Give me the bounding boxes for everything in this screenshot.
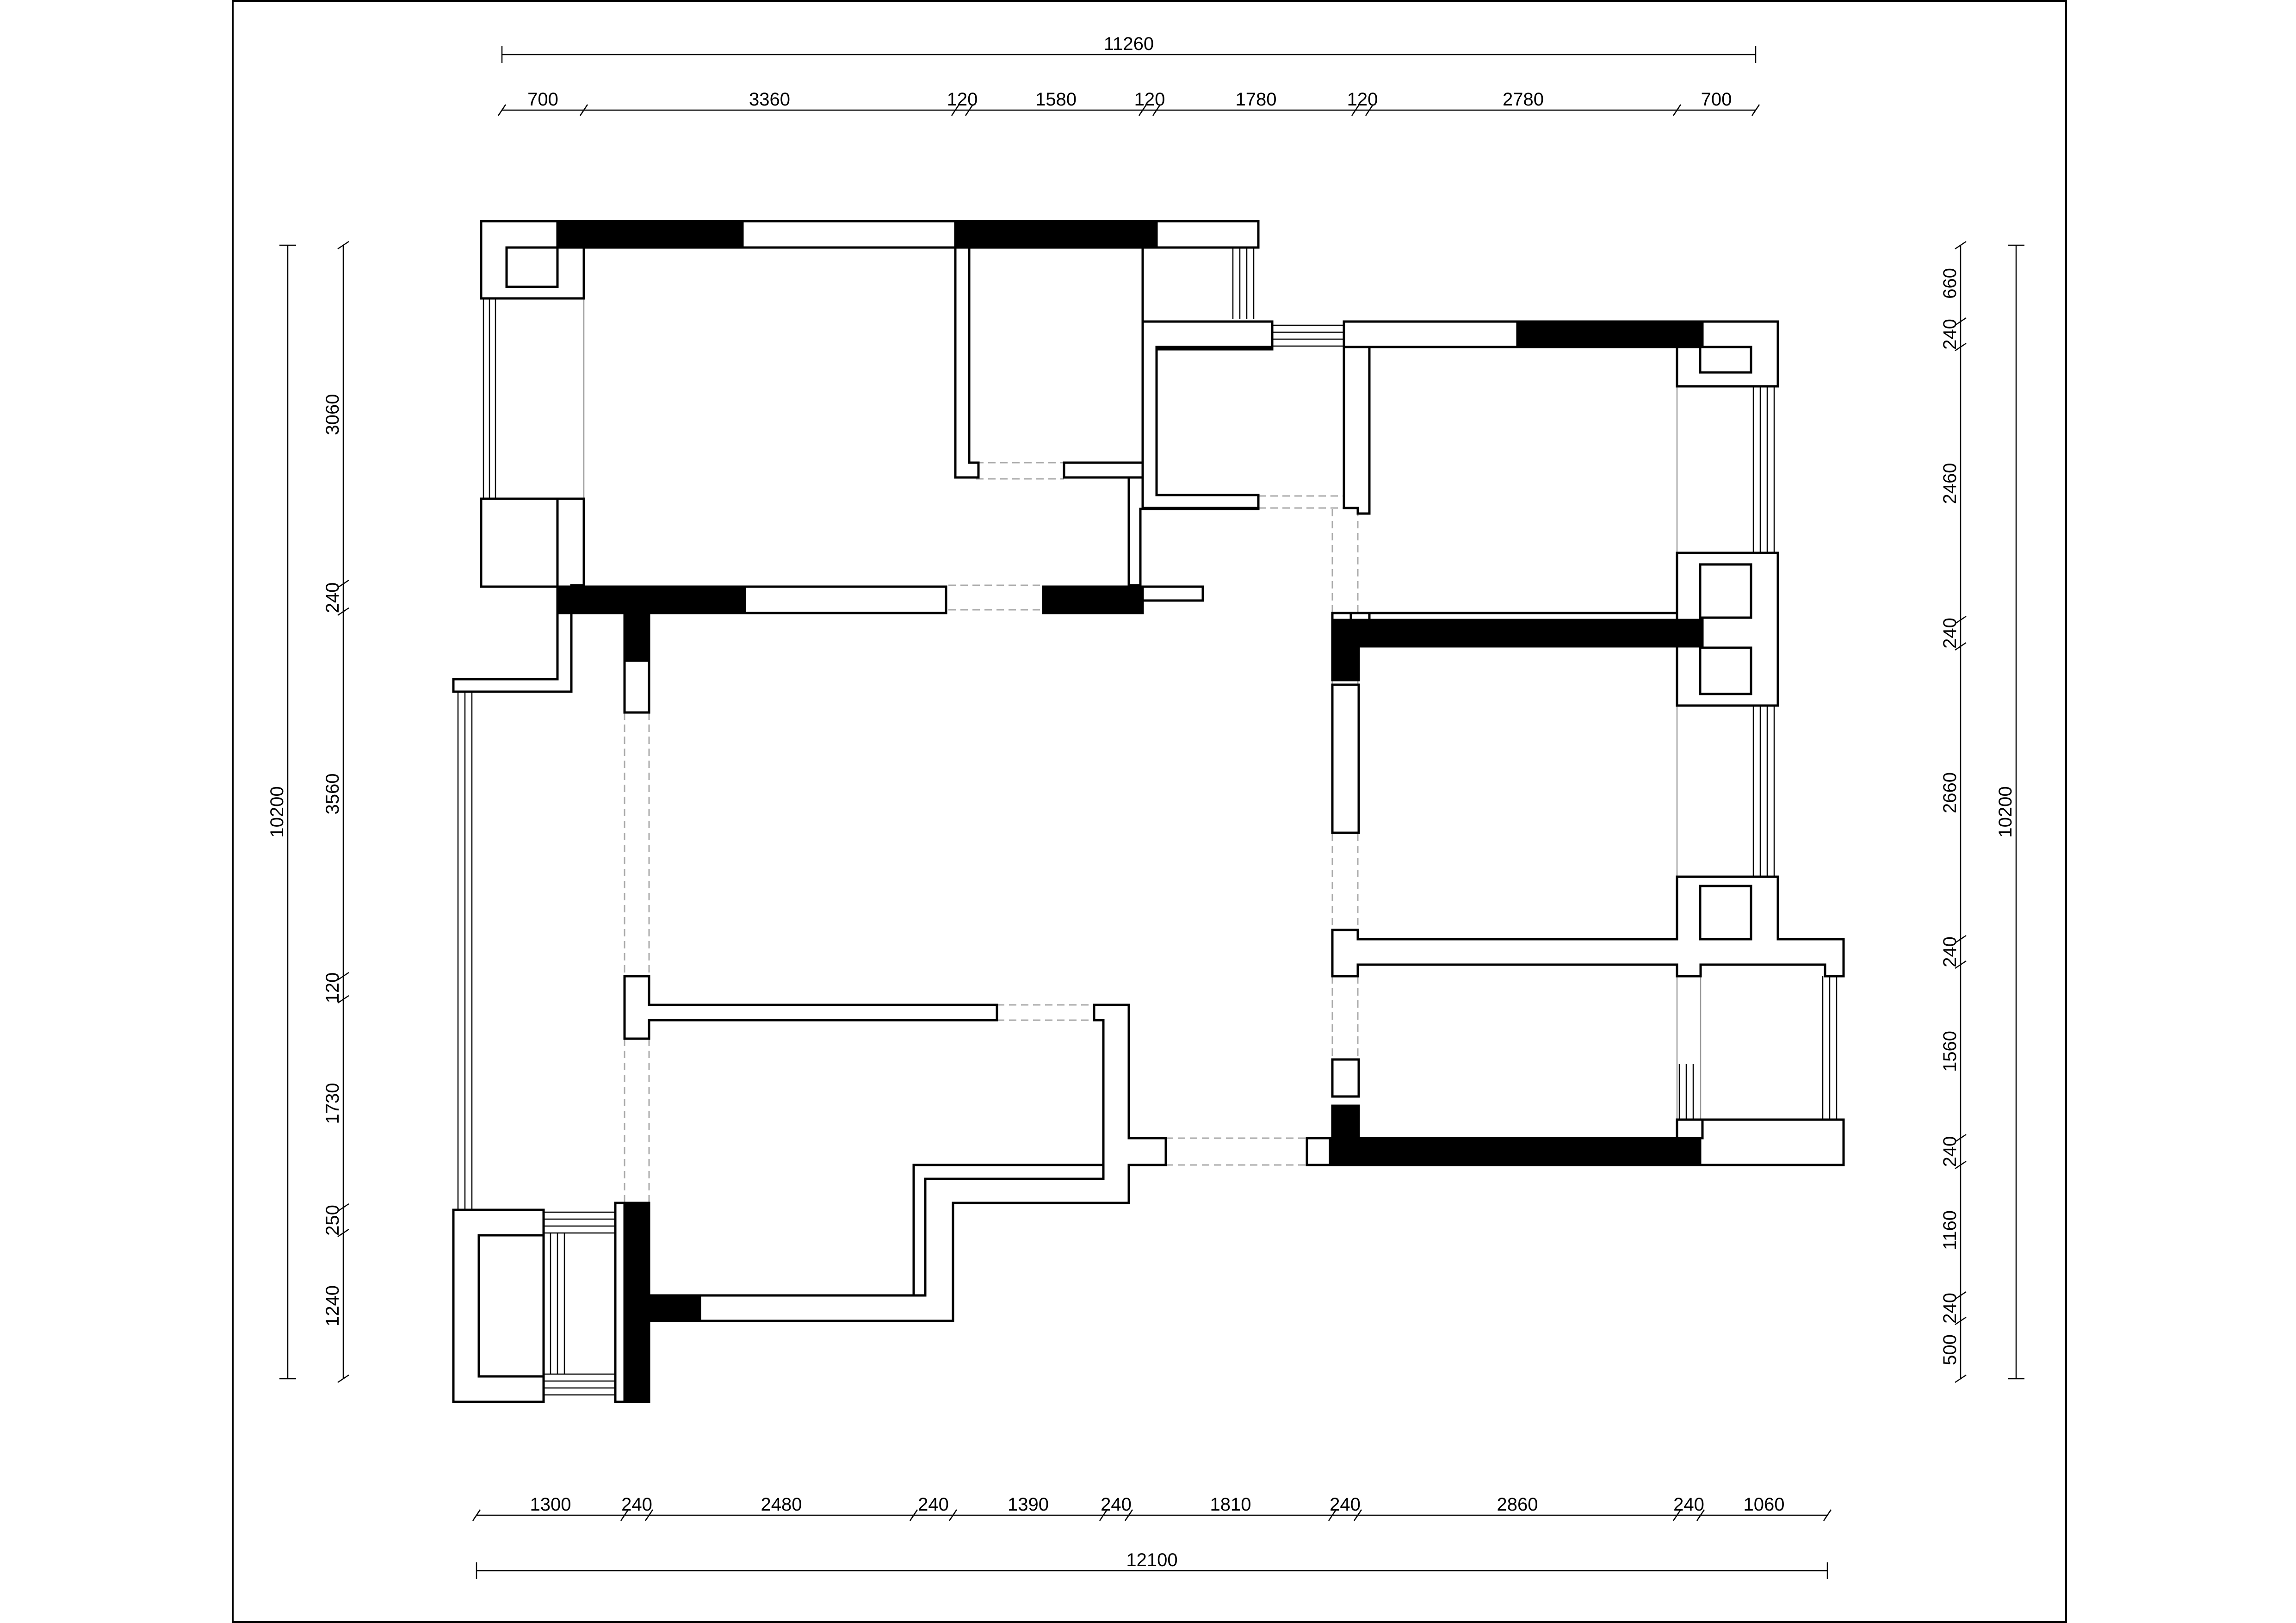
dim-top-segment: 2780	[1503, 89, 1544, 110]
dim-bottom-segment: 1300	[530, 1494, 571, 1515]
dim-top-segment: 120	[947, 89, 978, 110]
dim-bottom-segment: 240	[1101, 1494, 1132, 1515]
dim-right-segment: 240	[1940, 1293, 1960, 1324]
dim-right-segment: 240	[1940, 1136, 1960, 1167]
dimension-tick	[1955, 1291, 1967, 1300]
dimension-tick	[1955, 935, 1967, 944]
dimension-tick	[1672, 1509, 1682, 1521]
dimension-tick	[337, 607, 349, 616]
dim-bottom-segment: 1810	[1210, 1494, 1251, 1515]
dim-bottom-segment: 2480	[761, 1494, 802, 1515]
dim-right-segment: 1560	[1940, 1031, 1960, 1072]
dim-left-segment: 250	[322, 1205, 343, 1236]
dimension-tick	[472, 1509, 481, 1521]
dim-top-total: 11260	[1104, 34, 1154, 54]
dimension-tick	[1955, 960, 1967, 969]
dimension-tick	[1955, 642, 1967, 651]
dim-bottom-segment: 240	[1673, 1494, 1704, 1515]
dimension-tick	[1955, 1160, 1967, 1170]
dim-left-segment: 120	[322, 973, 343, 1004]
dim-right-segment: 500	[1940, 1334, 1960, 1365]
dim-left-total: 10200	[267, 786, 287, 837]
dim-bottom-segment: 1060	[1744, 1494, 1785, 1515]
dim-left-segment: 1730	[322, 1083, 343, 1124]
dimension-tick	[1353, 1509, 1362, 1521]
dimension-tick	[1955, 1134, 1967, 1143]
dim-left-segment: 1240	[322, 1285, 343, 1326]
dim-right-segment: 240	[1940, 936, 1960, 967]
dimension-tick	[965, 104, 974, 116]
dim-left-segment: 3060	[322, 394, 343, 435]
dimension-tick	[951, 104, 960, 116]
dimension-tick	[620, 1509, 629, 1521]
dimension-tick	[948, 1509, 958, 1521]
drawing-border	[232, 0, 2067, 1623]
dim-top-segment: 3360	[749, 89, 790, 110]
dim-right-segment: 240	[1940, 319, 1960, 350]
dim-top-segment: 1780	[1236, 89, 1277, 110]
dimension-tick	[1152, 104, 1161, 116]
dimension-tick	[337, 972, 349, 981]
dim-bottom-segment: 240	[621, 1494, 652, 1515]
dimension-labels: 11260 700 3360 120 1580 120 1780 120 2780 700 1210…	[267, 34, 2016, 1570]
dimension-tick	[1955, 1316, 1967, 1326]
dimension-tick	[1696, 1509, 1705, 1521]
dimension-tick	[1751, 104, 1760, 116]
dim-bottom-segment: 1390	[1008, 1494, 1049, 1515]
dimension-tick	[909, 1509, 918, 1521]
walls	[452, 220, 1845, 1403]
dimension-tick	[644, 1509, 654, 1521]
dim-right-segment: 2460	[1940, 463, 1960, 504]
window-lines	[457, 248, 1838, 1396]
dimension-tick	[1955, 241, 1967, 250]
dim-bottom-total: 12100	[1126, 1550, 1177, 1570]
dimension-tick	[1955, 317, 1967, 326]
dimension-tick	[337, 241, 349, 250]
dim-bottom-segment: 240	[918, 1494, 949, 1515]
door-openings	[624, 462, 1359, 1203]
dimension-tick	[337, 1228, 349, 1238]
dimension-tick	[337, 1203, 349, 1212]
dimension-tick	[1955, 615, 1967, 625]
dimension-tick	[1955, 1374, 1967, 1383]
dimension-tick	[337, 579, 349, 588]
dim-top-segment: 700	[527, 89, 558, 110]
dimension-tick	[579, 104, 588, 116]
dim-bottom-segment: 240	[1330, 1494, 1361, 1515]
dim-top-segment: 120	[1134, 89, 1165, 110]
dim-bottom-segment: 2860	[1497, 1494, 1538, 1515]
dimension-tick	[1672, 104, 1682, 116]
dimension-tick	[1099, 1509, 1108, 1521]
dim-right-segment: 2660	[1940, 772, 1960, 813]
dim-top-segment: 1580	[1035, 89, 1077, 110]
dim-right-segment: 660	[1940, 268, 1960, 299]
dim-right-segment: 240	[1940, 618, 1960, 649]
dimension-tick	[1955, 342, 1967, 352]
dim-left-segment: 240	[322, 582, 343, 613]
dimension-tick	[1138, 104, 1147, 116]
dim-top-segment: 700	[1701, 89, 1732, 110]
dim-top-segment: 120	[1347, 89, 1378, 110]
dimension-tick	[337, 1374, 349, 1383]
dimension-tick	[1124, 1509, 1133, 1521]
dimension-tick	[1328, 1509, 1337, 1521]
dim-right-segment: 1160	[1940, 1210, 1960, 1250]
dim-left-segment: 3560	[322, 774, 343, 815]
dimension-tick	[1823, 1509, 1832, 1521]
dimension-tick	[1351, 104, 1360, 116]
dimension-tick	[497, 104, 507, 116]
dim-right-total: 10200	[1995, 786, 2016, 837]
structural-walls	[556, 220, 1704, 1403]
dimension-tick	[1365, 104, 1374, 116]
dimension-lines	[279, 46, 2024, 1579]
dimension-tick	[337, 995, 349, 1004]
